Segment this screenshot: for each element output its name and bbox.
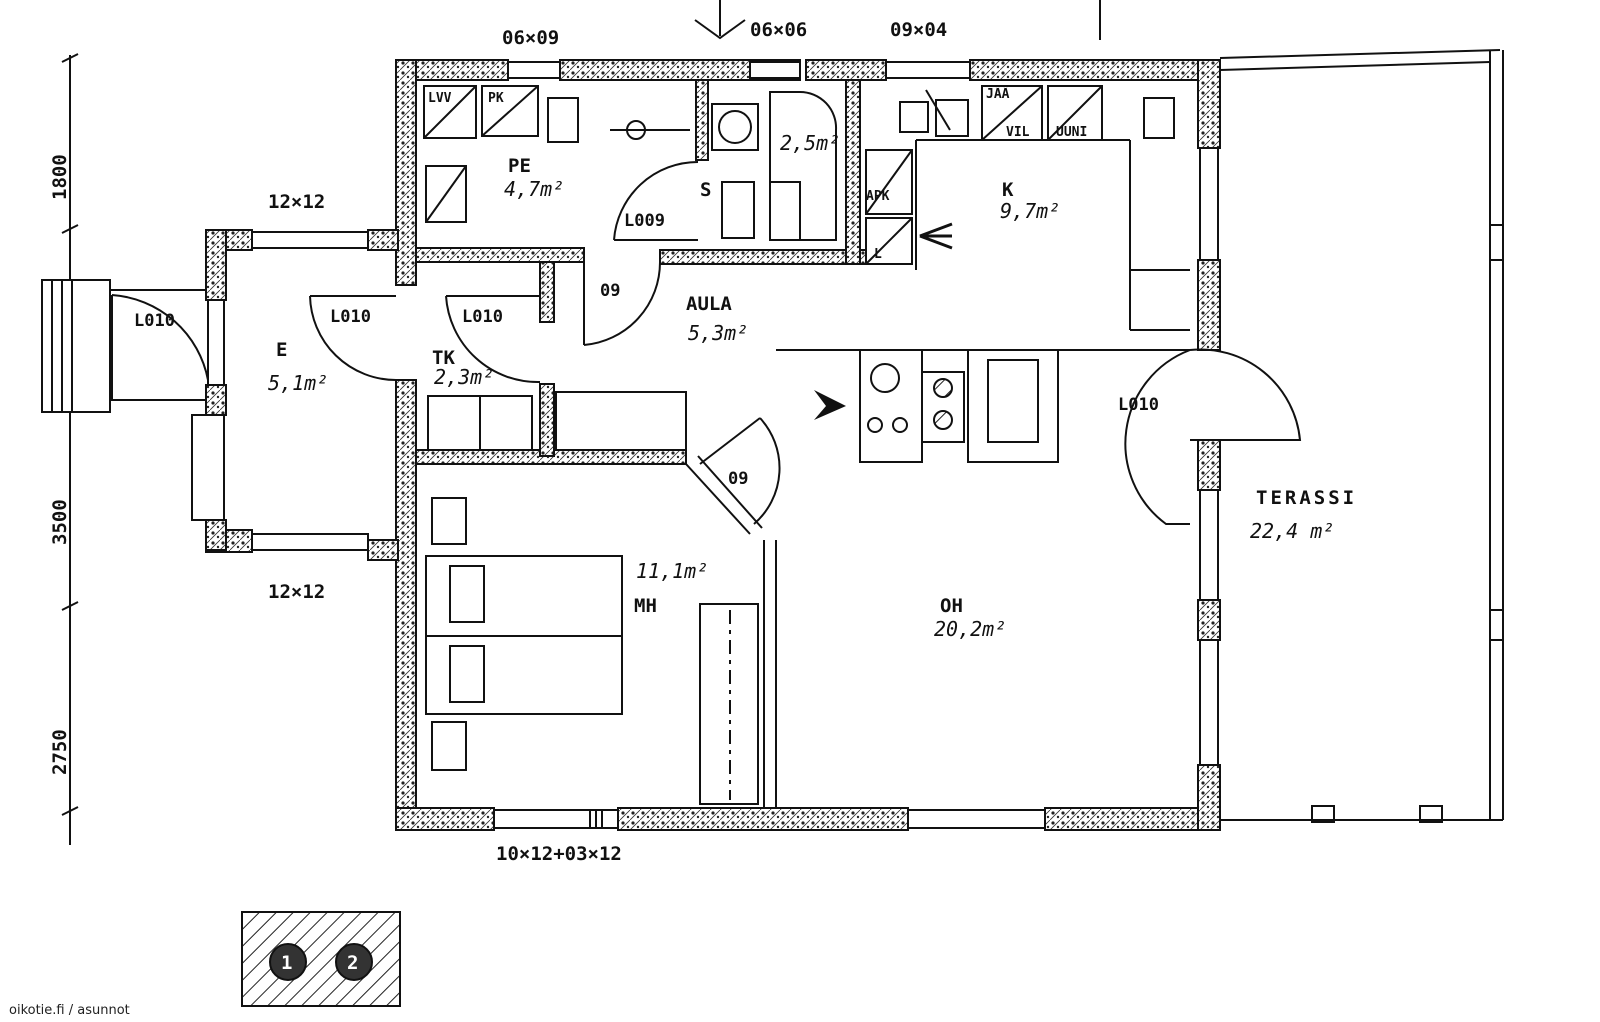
room-name-k: K [1002, 179, 1014, 201]
room-area-oh: 20,2m² [934, 617, 1006, 641]
door-terrace-out [1189, 348, 1302, 441]
room-name-e: E [276, 339, 287, 361]
fixture-label-jaa: JÄÄ [986, 86, 1010, 102]
dimension-2750: 2750 [49, 729, 71, 775]
fixture-label-lvv: LVV [428, 91, 452, 106]
fixture-label-apk: APK [866, 189, 890, 204]
fixture-label-uuni: UUNI [1056, 125, 1087, 140]
window-mullions [589, 810, 603, 828]
door-tk [445, 295, 541, 384]
window-right-2 [1199, 489, 1219, 601]
nightstand-top [431, 497, 467, 545]
arrow-markers [814, 222, 953, 420]
fixtures [423, 85, 1175, 805]
door-label-l010-tk: L010 [462, 307, 503, 327]
window-right-3 [1199, 639, 1219, 766]
watermark: oikotie.fi / asunnot [6, 1003, 133, 1018]
door-label-l010-terrace: L010 [1118, 395, 1159, 415]
room-area-aula: 5,3m² [688, 321, 748, 345]
window-label-12x12-bottom: 12×12 [268, 581, 325, 603]
arrow-left-icon [919, 222, 953, 250]
window-right-1 [1199, 147, 1219, 261]
dimension-1800: 1800 [49, 154, 71, 200]
thin-walls [685, 49, 1504, 823]
reference-lines [694, 0, 1101, 40]
window-e-left [207, 299, 225, 386]
door-label-l010-entry: L010 [134, 311, 175, 331]
room-name-sauna: S [700, 179, 711, 201]
door-label-l009: L009 [624, 211, 665, 231]
room-area-k: 9,7m² [1000, 199, 1060, 223]
door-terrace-in [1124, 349, 1191, 525]
entry-steps [41, 279, 206, 413]
window-12x12-bottom [251, 533, 369, 551]
legend [241, 911, 401, 1007]
room-name-aula: AULA [686, 293, 732, 315]
room-name-tk: TK [432, 347, 455, 369]
window-06x09 [507, 61, 561, 79]
room-name-terassi: TERASSI [1256, 487, 1357, 509]
door-entry [111, 294, 209, 400]
windows [191, 61, 1219, 829]
room-area-sauna: 2,5m² [780, 131, 840, 155]
legend-marker-1: 1 [281, 952, 292, 974]
legend-marker-2: 2 [347, 952, 358, 974]
window-bottom-right [907, 809, 1046, 829]
door-swings [111, 160, 1302, 525]
door-label-09-aula: 09 [600, 281, 620, 301]
fixture-label-vil: VIL [1006, 125, 1030, 140]
room-name-pe: PE [508, 155, 531, 177]
door-aula [583, 261, 662, 346]
door-label-l010-e: L010 [330, 307, 371, 327]
door-mh [699, 417, 781, 525]
fixture-label-pk: PK [488, 91, 504, 106]
room-area-mh: 11,1m² [636, 559, 708, 583]
arrow-right-icon [814, 390, 846, 420]
room-area-e: 5,1m² [268, 371, 328, 395]
window-label-09x04: 09×04 [890, 19, 947, 41]
door-l009 [613, 160, 699, 241]
door-e [309, 295, 397, 381]
window-label-bottom: 10×12+03×12 [496, 843, 622, 865]
window-label-12x12-top: 12×12 [268, 191, 325, 213]
window-bottom [493, 809, 619, 829]
room-area-terassi: 22,4 m² [1250, 519, 1334, 543]
window-12x12-top [251, 231, 369, 249]
room-area-tk: 2,3m² [434, 365, 494, 389]
window-e-left-2 [191, 414, 225, 521]
nightstand-bottom [431, 721, 467, 771]
window-06x06 [749, 61, 801, 79]
door-label-09-mh: 09 [728, 469, 748, 489]
room-name-mh: MH [634, 595, 657, 617]
window-09x04 [885, 61, 971, 79]
exterior-walls [205, 59, 1221, 831]
room-name-oh: OH [940, 595, 963, 617]
window-label-06x09: 06×09 [502, 27, 559, 49]
interior-walls [415, 79, 871, 465]
fixture-label-l: L [874, 247, 882, 262]
dimension-3500: 3500 [49, 499, 71, 545]
window-label-06x06: 06×06 [750, 19, 807, 41]
room-area-pe: 4,7m² [504, 177, 564, 201]
dimension-line [61, 53, 79, 845]
